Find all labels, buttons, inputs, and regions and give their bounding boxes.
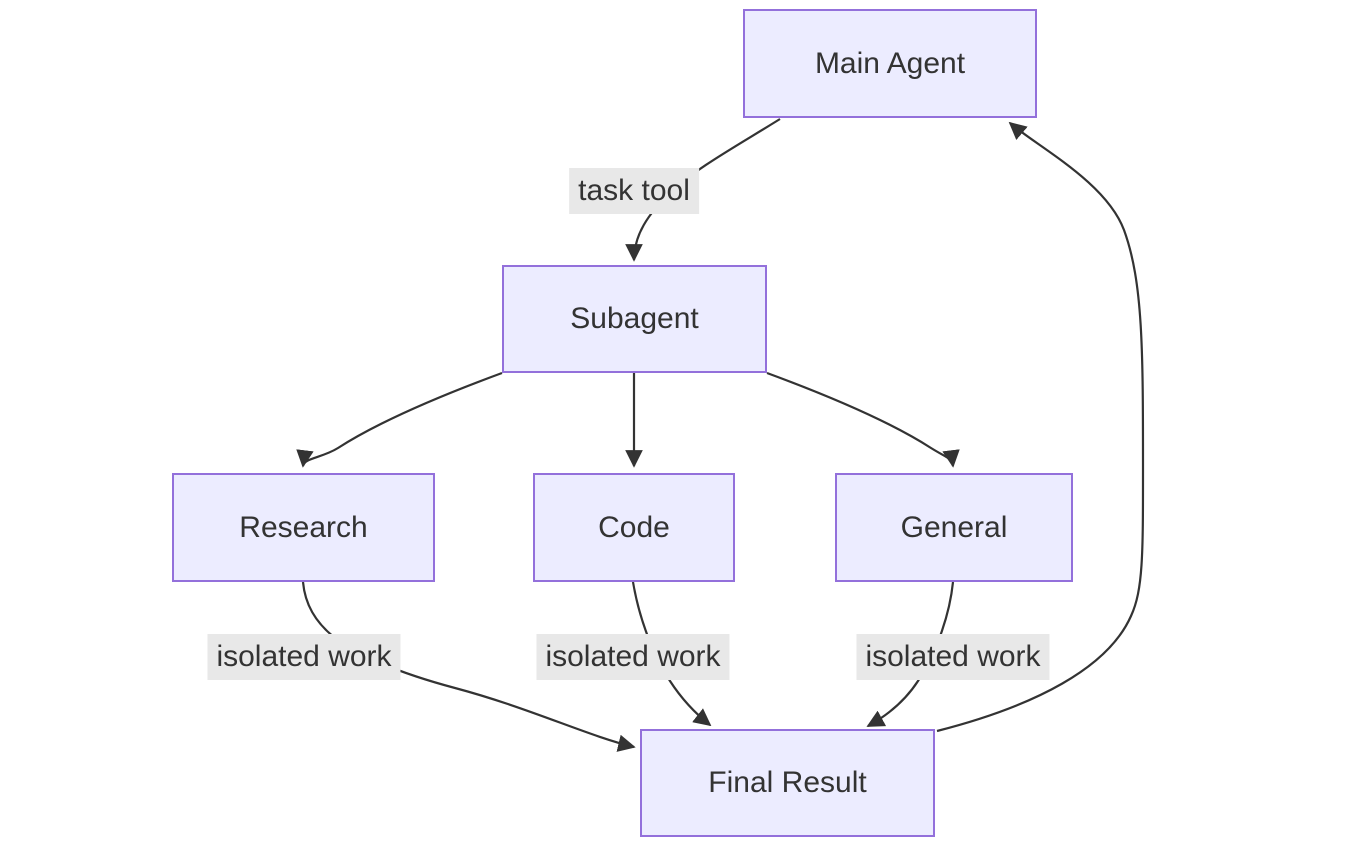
node-final-result-label: Final Result (708, 766, 867, 799)
node-general: General (835, 473, 1073, 582)
edge-general-to-final-result (866, 581, 955, 727)
node-subagent-label: Subagent (570, 302, 699, 335)
node-research: Research (172, 473, 435, 582)
node-main-agent-label: Main Agent (814, 46, 966, 80)
edge-label-isolated-work-research: isolated work (207, 634, 401, 680)
edge-research-to-final-result (301, 581, 636, 752)
node-subagent: Subagent (502, 265, 767, 373)
edge-final-result-to-main-agent (936, 121, 1145, 733)
node-code: Code (533, 473, 735, 582)
node-code-label: Code (598, 510, 670, 544)
node-research-label: Research (239, 510, 368, 544)
node-general-label: General (900, 510, 1008, 544)
edge-subagent-to-research (296, 371, 503, 468)
edge-label-isolated-work-code: isolated work (536, 634, 730, 680)
node-final-result: Final Result (640, 729, 935, 837)
edge-label-task-tool: task tool (569, 168, 699, 214)
edge-label-isolated-work-general: isolated work (856, 634, 1050, 680)
edge-subagent-to-general (766, 371, 960, 468)
node-main-agent: Main Agent (743, 9, 1037, 118)
